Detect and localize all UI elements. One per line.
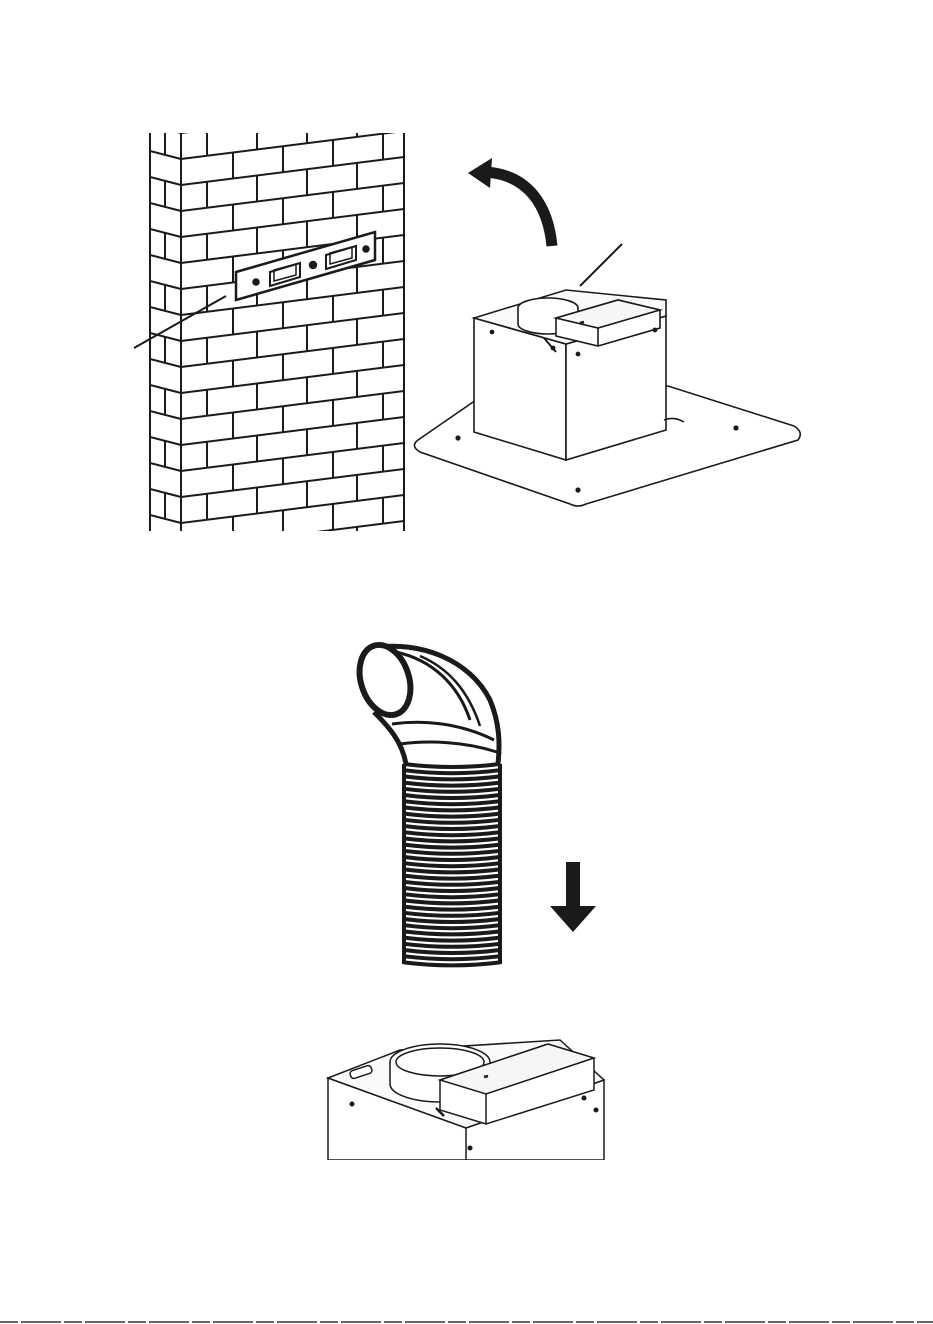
down-arrow-icon: [550, 862, 596, 932]
rotate-arrow-icon: [468, 158, 552, 246]
hood-body-top: [328, 1040, 604, 1160]
brick-wall: [150, 105, 404, 572]
flexible-duct: [351, 638, 500, 965]
outlet-callout-leader: [580, 244, 622, 286]
hood-motor-housing: [414, 290, 800, 506]
